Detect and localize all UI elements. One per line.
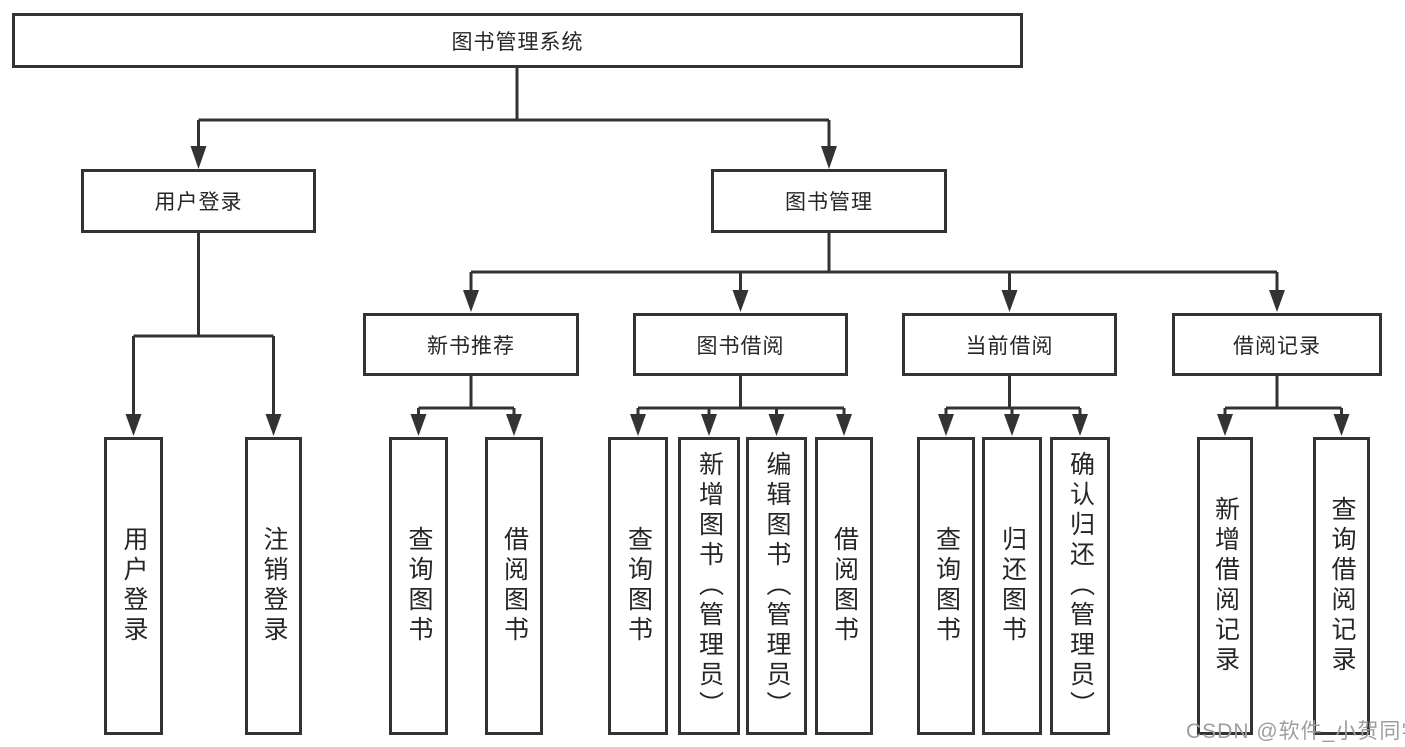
leaf-query-borrow-record: 查询借阅记录 [1313,437,1370,735]
node-new-book-recommend: 新书推荐 [363,313,579,376]
node-user-login-label: 用户登录 [154,191,243,214]
leaf-query-book-2-label: 查询图书 [624,526,653,646]
leaf-query-book-3: 查询图书 [917,437,975,735]
node-library-system: 图书管理系统 [12,13,1023,68]
leaf-add-borrow-record-label: 新增借阅记录 [1211,496,1240,676]
leaf-edit-book-admin: 编辑图书（管理员） [746,437,807,735]
leaf-user-login: 用户登录 [104,437,163,735]
node-borrow-records-label: 借阅记录 [1233,334,1321,358]
leaf-query-book-2: 查询图书 [608,437,668,735]
leaf-query-book-1-label: 查询图书 [405,526,433,646]
leaf-return-book: 归还图书 [982,437,1042,735]
leaf-query-book-3-label: 查询图书 [932,526,961,646]
leaf-borrow-book-1: 借阅图书 [485,437,543,735]
leaf-return-book-label: 归还图书 [998,526,1027,646]
node-current-borrow-label: 当前借阅 [965,334,1054,358]
node-book-borrow-label: 图书借阅 [696,334,785,358]
csdn-watermark: CSDN @软件_小贺同学 [1186,720,1405,743]
node-borrow-records: 借阅记录 [1172,313,1382,376]
leaf-query-borrow-record-label: 查询借阅记录 [1328,496,1356,676]
leaf-add-book-admin: 新增图书（管理员） [678,437,740,735]
node-library-system-label: 图书管理系统 [451,30,584,54]
leaf-confirm-return-admin-label: 确认归还（管理员） [1066,451,1095,721]
leaf-edit-book-admin-label: 编辑图书（管理员） [763,451,791,721]
leaf-borrow-book-2: 借阅图书 [815,437,873,735]
leaf-confirm-return-admin: 确认归还（管理员） [1050,437,1110,735]
node-user-login: 用户登录 [81,169,316,233]
node-book-management: 图书管理 [711,169,947,233]
node-current-borrow: 当前借阅 [902,313,1117,376]
node-book-borrow: 图书借阅 [633,313,848,376]
leaf-add-book-admin-label: 新增图书（管理员） [695,451,724,721]
node-book-management-label: 图书管理 [785,191,873,214]
arrowheads [125,146,1350,436]
leaf-borrow-book-2-label: 借阅图书 [830,526,859,646]
node-new-book-recommend-label: 新书推荐 [427,334,515,358]
leaf-user-login-label: 用户登录 [120,526,148,646]
leaf-logout: 注销登录 [245,437,302,735]
leaf-query-book-1: 查询图书 [389,437,448,735]
leaf-add-borrow-record: 新增借阅记录 [1197,437,1253,735]
leaf-logout-label: 注销登录 [260,526,288,646]
leaf-borrow-book-1-label: 借阅图书 [500,526,529,646]
